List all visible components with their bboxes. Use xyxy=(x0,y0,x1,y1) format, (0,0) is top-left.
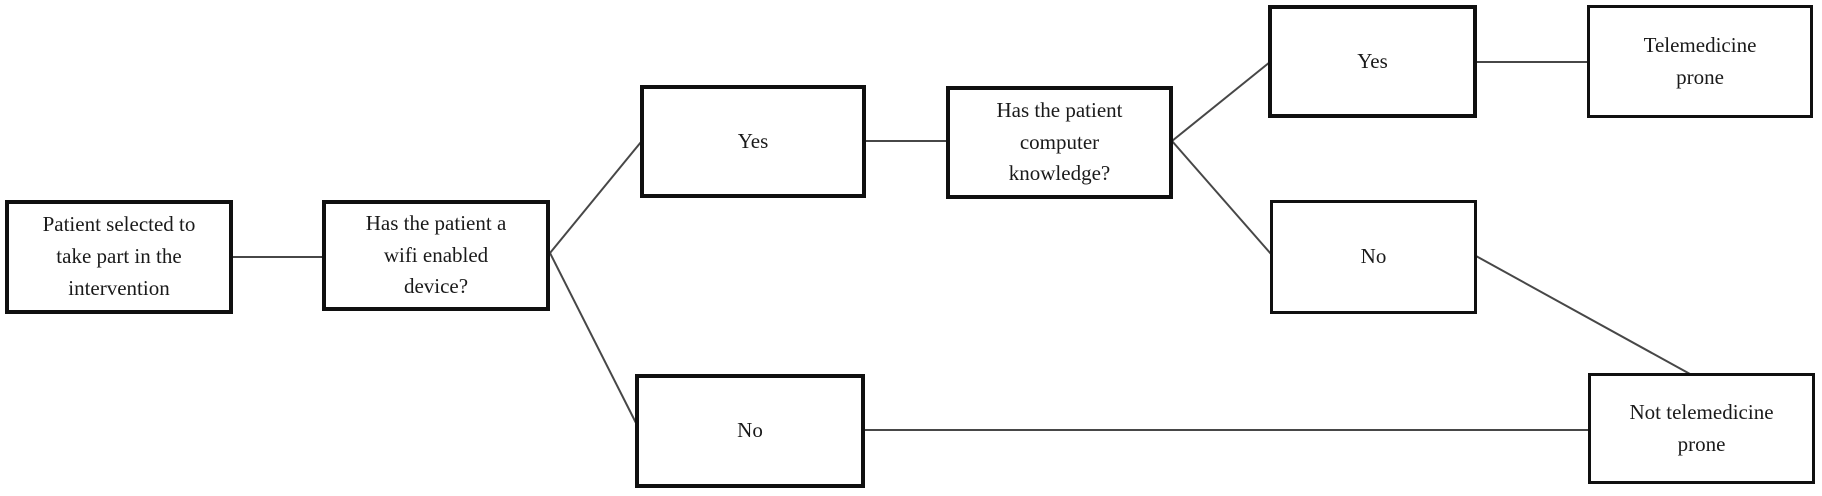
node-wifi-no-label: No xyxy=(737,418,763,443)
node-computer-no-label: No xyxy=(1360,244,1387,269)
node-computer-question-label: Has the patient computer knowledge? xyxy=(996,97,1123,186)
node-start: Patient selected to take part in the int… xyxy=(5,200,233,314)
node-computer-question: Has the patient computer knowledge? xyxy=(946,86,1173,199)
edge-wifi-question-to-wifi-yes xyxy=(549,141,642,254)
node-wifi-question-label: Has the patient a wifi enabled device? xyxy=(365,210,507,299)
edge-computer-question-to-computer-yes xyxy=(1171,61,1271,142)
node-not-telemedicine-prone: Not telemedicine prone xyxy=(1588,373,1815,484)
node-computer-yes: Yes xyxy=(1268,5,1477,118)
edge-wifi-question-to-wifi-no xyxy=(549,252,638,426)
node-telemedicine-prone-label: Telemedicine prone xyxy=(1643,32,1757,89)
node-computer-no: No xyxy=(1270,200,1477,314)
node-computer-yes-label: Yes xyxy=(1357,48,1388,73)
node-wifi-yes: Yes xyxy=(640,85,866,198)
edge-computer-no-to-not-telemedicine-prone xyxy=(1475,255,1691,375)
node-not-telemedicine-prone-label: Not telemedicine prone xyxy=(1629,399,1774,456)
node-wifi-question: Has the patient a wifi enabled device? xyxy=(322,200,550,311)
node-wifi-no: No xyxy=(635,374,865,488)
node-wifi-yes-label: Yes xyxy=(737,128,769,153)
node-telemedicine-prone: Telemedicine prone xyxy=(1587,5,1813,118)
edge-computer-question-to-computer-no xyxy=(1171,140,1272,255)
node-start-label: Patient selected to take part in the int… xyxy=(42,212,196,300)
